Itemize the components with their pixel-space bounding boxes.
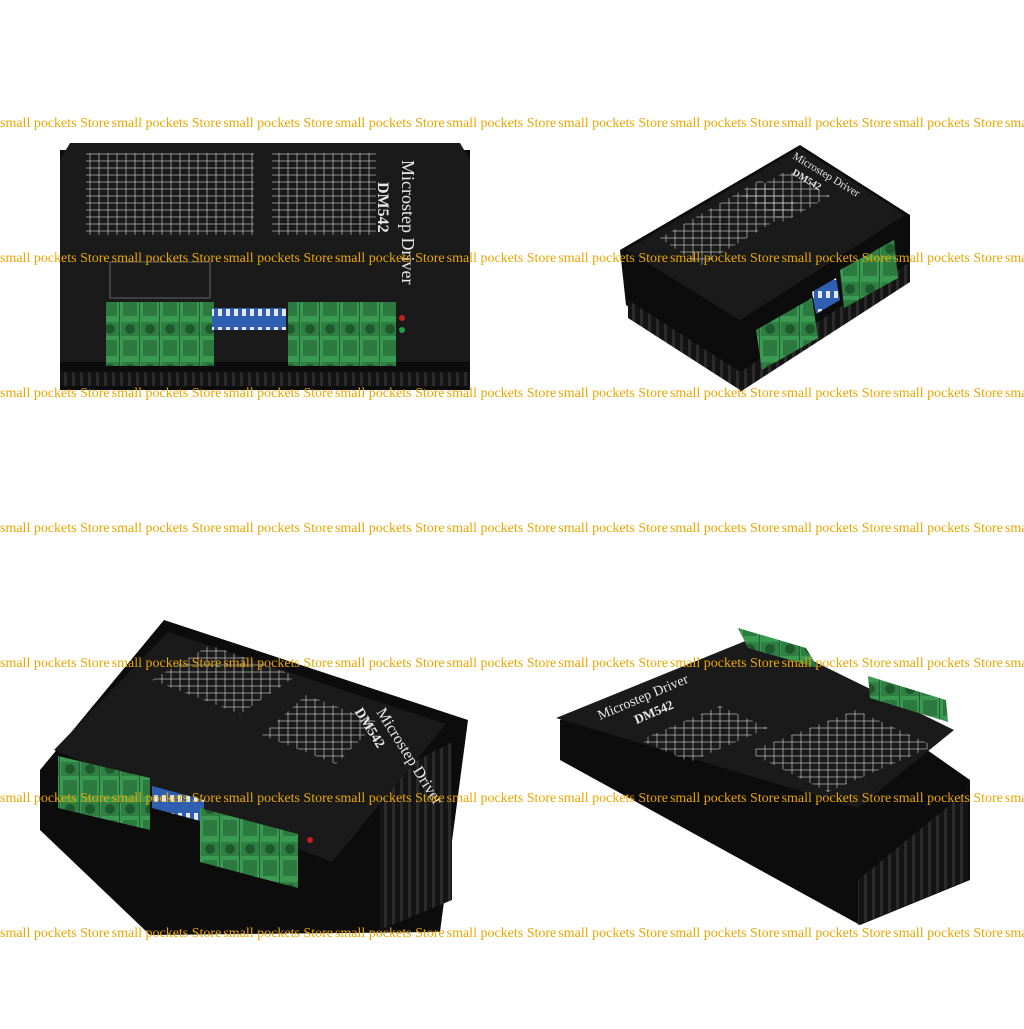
dip-settings-table: [86, 153, 254, 235]
driver-title-label: Microstep Driver: [398, 160, 418, 284]
status-led: [399, 315, 405, 321]
dip-settings-table: [152, 645, 296, 714]
product-image-angled-back: Microstep Driver DM542: [556, 628, 970, 925]
terminal-block-signal: [840, 240, 898, 308]
terminal-block-signal: [738, 628, 818, 668]
terminal-block-motor: [106, 302, 214, 366]
terminal-block-motor: [868, 676, 948, 722]
dip-switch-bank: [812, 278, 840, 314]
product-image-angled-right: Microstep Driver DM542: [620, 145, 910, 392]
current-table: [272, 153, 376, 235]
terminal-block-motor: [756, 298, 818, 370]
current-table: [262, 695, 378, 764]
dip-switch-bank: [212, 308, 286, 330]
current-table: [742, 170, 830, 222]
driver-housing: [626, 148, 905, 320]
terminal-block-signal: [288, 302, 396, 366]
driver-housing: [54, 632, 446, 862]
wiring-diagram: [109, 261, 211, 299]
dip-switch-bank: [152, 786, 204, 822]
current-table: [640, 706, 768, 762]
product-image-top-view: Microstep Driver DM542: [60, 143, 470, 390]
terminal-block-signal: [200, 808, 298, 888]
terminal-block-motor: [58, 756, 150, 830]
driver-model-label: DM542: [374, 182, 391, 233]
dip-settings-table: [748, 710, 934, 792]
product-image-angled-left: Microstep Driver DM542: [40, 620, 468, 935]
status-led: [307, 837, 313, 843]
